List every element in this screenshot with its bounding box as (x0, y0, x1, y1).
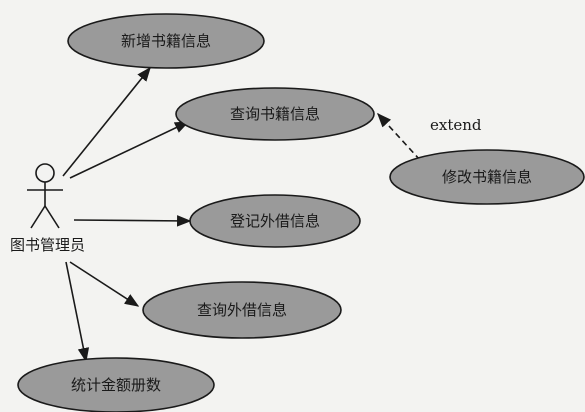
use-case-add-book-ellipse (67, 13, 265, 69)
use-case-query-book: 查询书籍信息 (175, 87, 375, 141)
use-case-add-book-label: 新增书籍信息 (121, 32, 211, 50)
actor-head (35, 163, 55, 183)
use-case-stat-amount-ellipse (17, 357, 215, 412)
use-case-register-loan: 登记外借信息 (189, 194, 361, 248)
use-case-register-loan-label: 登记外借信息 (230, 212, 320, 230)
use-case-query-book-ellipse (175, 87, 375, 141)
assoc-arrow-stat-amount (65, 261, 90, 363)
use-case-modify-book-label: 修改书籍信息 (442, 168, 532, 186)
extend-arrow (377, 112, 421, 161)
use-case-modify-book: 修改书籍信息 (389, 149, 585, 205)
use-case-query-book-label: 查询书籍信息 (230, 105, 320, 123)
assoc-arrow-add-book (62, 66, 151, 177)
use-case-register-loan-ellipse (189, 194, 361, 248)
extend-label: extend (430, 116, 482, 134)
use-case-modify-book-ellipse (389, 149, 585, 205)
assoc-arrow-register-loan (73, 215, 192, 227)
assoc-arrow-query-book (69, 121, 190, 179)
actor-figure (27, 163, 63, 229)
use-case-stat-amount-label: 统计金额册数 (71, 376, 161, 394)
actor-label: 图书管理员 (10, 236, 85, 254)
use-case-add-book: 新增书籍信息 (67, 13, 265, 69)
use-case-stat-amount: 统计金额册数 (17, 357, 215, 412)
use-case-query-loan-ellipse (142, 281, 342, 339)
assoc-arrow-query-loan (69, 261, 140, 307)
actor-left-leg (30, 205, 46, 229)
use-case-query-loan: 查询外借信息 (142, 281, 342, 339)
actor-right-leg (44, 205, 60, 229)
use-case-query-loan-label: 查询外借信息 (197, 301, 287, 319)
